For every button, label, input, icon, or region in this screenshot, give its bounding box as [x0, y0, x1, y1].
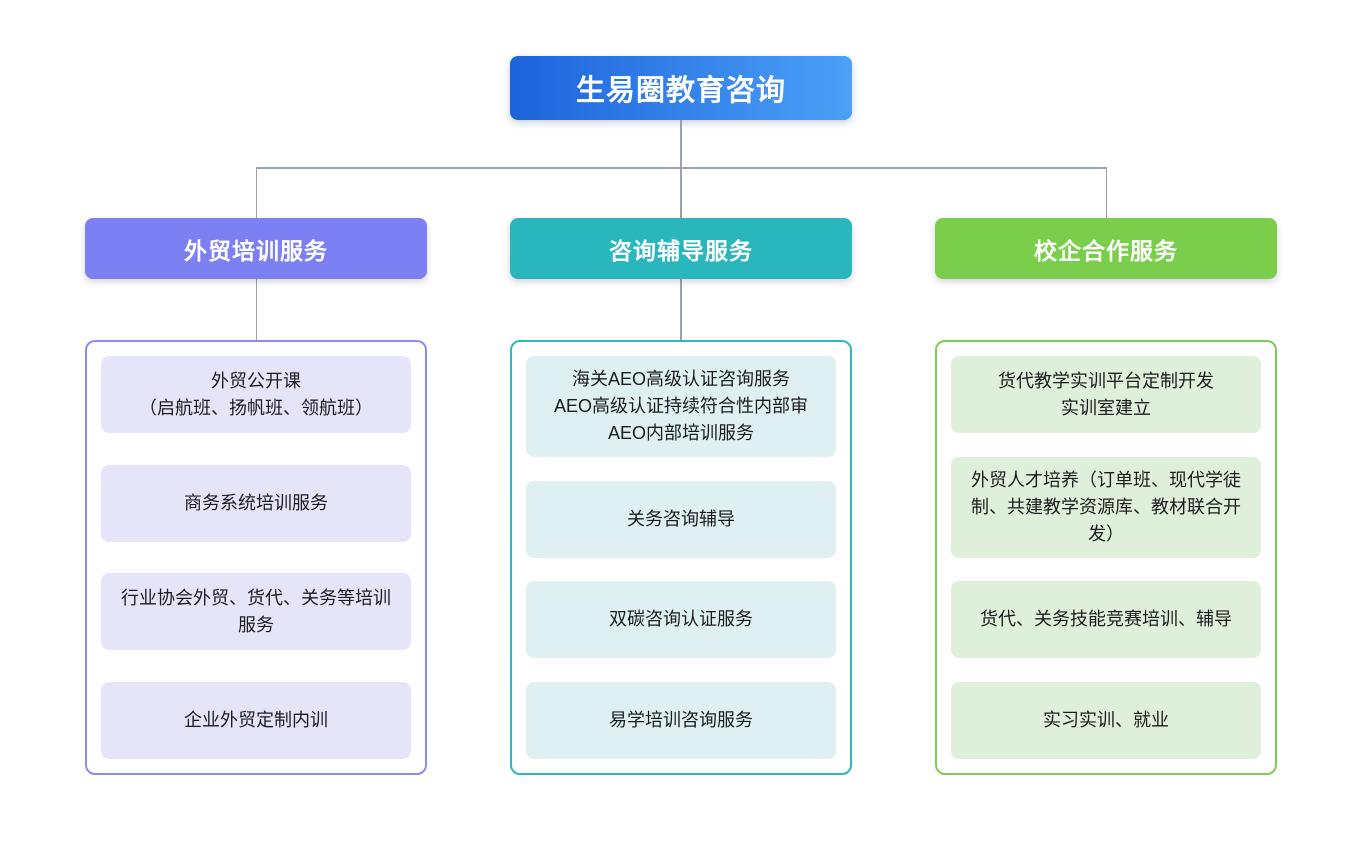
- service-item: 商务系统培训服务: [101, 464, 411, 542]
- service-item: 实习实训、就业: [951, 681, 1261, 759]
- root-node-label: 生易圈教育咨询: [575, 75, 786, 107]
- branch-header-label: 外贸培训服务: [184, 237, 328, 264]
- branch-container-trade-training: 外贸公开课 （启航班、扬帆班、领航班） 商务系统培训服务 行业协会外贸、货代、关…: [85, 340, 427, 775]
- branch-column-consulting-coaching: 咨询辅导服务 海关AEO高级认证咨询服务 AEO高级认证持续符合性内部审 AEO…: [510, 218, 852, 775]
- service-item: 行业协会外贸、货代、关务等培训服务: [101, 573, 411, 651]
- service-item: 货代、关务技能竞赛培训、辅导: [951, 581, 1261, 659]
- connector-branch3-vertical: [1105, 167, 1107, 218]
- connector-branch1-container: [255, 279, 257, 340]
- service-item: 海关AEO高级认证咨询服务 AEO高级认证持续符合性内部审 AEO内部培训服务: [526, 356, 836, 457]
- service-item: 外贸公开课 （启航班、扬帆班、领航班）: [101, 356, 411, 433]
- branch-column-school-enterprise: 校企合作服务 货代教学实训平台定制开发 实训室建立 外贸人才培养（订单班、现代学…: [935, 218, 1277, 775]
- branch-column-trade-training: 外贸培训服务 外贸公开课 （启航班、扬帆班、领航班） 商务系统培训服务 行业协会…: [85, 218, 427, 775]
- service-item: 货代教学实训平台定制开发 实训室建立: [951, 356, 1261, 433]
- connector-branch1-vertical: [255, 167, 257, 218]
- connector-branch2-vertical: [680, 167, 682, 218]
- service-item: 易学培训咨询服务: [526, 681, 836, 759]
- branch-container-school-enterprise: 货代教学实训平台定制开发 实训室建立 外贸人才培养（订单班、现代学徒制、共建教学…: [935, 340, 1277, 775]
- service-item: 双碳咨询认证服务: [526, 581, 836, 659]
- service-item: 外贸人才培养（订单班、现代学徒制、共建教学资源库、教材联合开发）: [951, 456, 1261, 558]
- connector-branch2-container: [680, 279, 682, 340]
- connector-root-vertical: [680, 120, 682, 168]
- branch-header-trade-training: 外贸培训服务: [85, 218, 427, 279]
- service-item: 关务咨询辅导: [526, 480, 836, 558]
- service-item: 企业外贸定制内训: [101, 681, 411, 759]
- branch-header-label: 咨询辅导服务: [609, 237, 753, 264]
- root-node: 生易圈教育咨询: [510, 56, 852, 120]
- branch-header-consulting-coaching: 咨询辅导服务: [510, 218, 852, 279]
- branch-container-consulting-coaching: 海关AEO高级认证咨询服务 AEO高级认证持续符合性内部审 AEO内部培训服务 …: [510, 340, 852, 775]
- branch-header-school-enterprise: 校企合作服务: [935, 218, 1277, 279]
- branch-header-label: 校企合作服务: [1034, 237, 1178, 264]
